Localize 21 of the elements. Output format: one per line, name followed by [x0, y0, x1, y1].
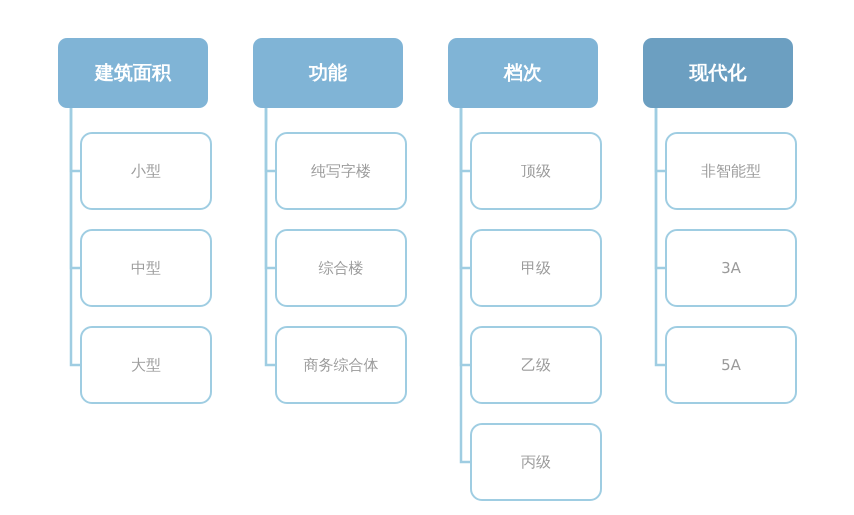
connector-line [654, 108, 665, 366]
item-box: 顶级 [470, 132, 602, 210]
item-box: 丙级 [470, 423, 602, 501]
category-box: 现代化 [643, 38, 793, 108]
category-box: 功能 [253, 38, 403, 108]
item-box: 综合楼 [275, 229, 407, 307]
item-box: 纯写字楼 [275, 132, 407, 210]
connector-line [264, 108, 275, 366]
item-box: 非智能型 [665, 132, 797, 210]
item-box: 商务综合体 [275, 326, 407, 404]
item-box: 小型 [80, 132, 212, 210]
connector-line [460, 108, 470, 464]
category-box: 建筑面积 [58, 38, 208, 108]
item-box: 3A [665, 229, 797, 307]
item-box: 5A [665, 326, 797, 404]
item-box: 大型 [80, 326, 212, 404]
item-box: 中型 [80, 229, 212, 307]
item-box: 甲级 [470, 229, 602, 307]
connector-line [70, 108, 80, 366]
category-box: 档次 [448, 38, 598, 108]
item-box: 乙级 [470, 326, 602, 404]
